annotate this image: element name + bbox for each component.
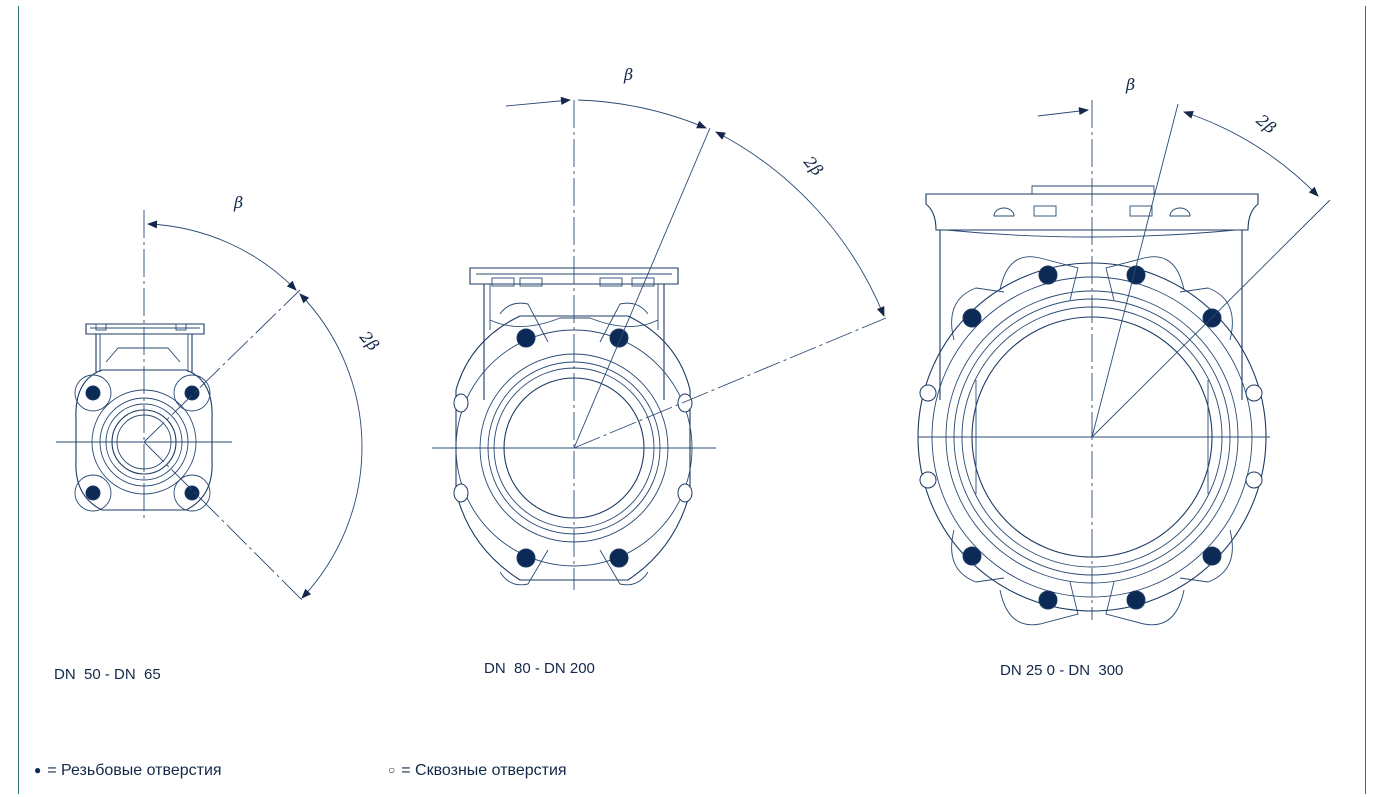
through-hole [1245, 471, 1263, 489]
through-hole [919, 384, 937, 402]
valve-small: β 2β [56, 193, 383, 603]
threaded-hole [1202, 546, 1222, 566]
valve-large-top-plate [925, 185, 1259, 400]
threaded-hole [85, 485, 101, 501]
through-hole [919, 471, 937, 489]
threaded-hole [1126, 590, 1146, 610]
threaded-hole [516, 548, 536, 568]
valve-medium: β 2β [432, 65, 887, 590]
threaded-hole [85, 385, 101, 401]
angle-beta-label: β [1125, 75, 1135, 94]
threaded-hole [184, 485, 200, 501]
valve-small-top-plate [85, 323, 205, 372]
threaded-hole [1038, 265, 1058, 285]
through-hole [677, 483, 693, 503]
caption-dn50-65: DN 50 - DN 65 [54, 666, 161, 683]
open-circle-icon: ○ [388, 763, 396, 777]
through-hole [453, 393, 469, 413]
angle-beta-label: β [623, 65, 633, 84]
angle-beta-label: β [233, 193, 243, 212]
threaded-hole [962, 308, 982, 328]
threaded-hole [1126, 265, 1146, 285]
legend-through-label: = Сквозные отверстия [401, 762, 567, 779]
caption-dn80-200: DN 80 - DN 200 [484, 660, 595, 677]
legend-threaded: ● = Резьбовые отверстия [34, 762, 222, 780]
threaded-hole [516, 328, 536, 348]
valve-large: β 2β [917, 75, 1331, 626]
page-frame [18, 6, 1366, 794]
through-hole [453, 483, 469, 503]
legend-threaded-label: = Резьбовые отверстия [47, 762, 222, 779]
legend-through: ○ = Сквозные отверстия [388, 762, 567, 780]
threaded-hole [609, 548, 629, 568]
angle-two-beta-label: 2β [1252, 110, 1280, 138]
through-hole [677, 393, 693, 413]
through-hole [1245, 384, 1263, 402]
angle-two-beta-label: 2β [355, 327, 383, 355]
threaded-hole [1038, 590, 1058, 610]
threaded-hole [609, 328, 629, 348]
angle-two-beta-label: 2β [799, 152, 827, 180]
threaded-hole [962, 546, 982, 566]
filled-circle-icon: ● [34, 763, 42, 777]
caption-dn250-300: DN 25 0 - DN 300 [1000, 662, 1124, 679]
threaded-hole [184, 385, 200, 401]
